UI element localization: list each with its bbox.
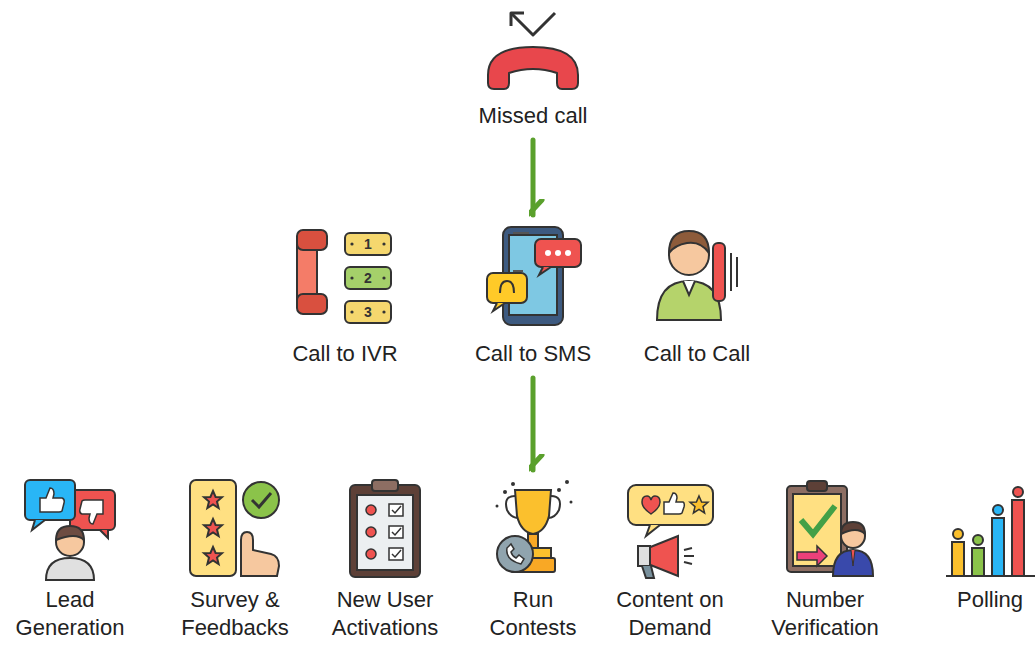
node-label: Call to SMS bbox=[458, 340, 608, 368]
icon-node: Number Verification bbox=[755, 480, 895, 642]
icon-space bbox=[453, 5, 613, 102]
menu-number: 1 bbox=[358, 236, 378, 252]
icon-node: Lead Generation bbox=[0, 480, 140, 642]
icon-node: Content on Demand bbox=[600, 480, 740, 642]
icon-space bbox=[165, 480, 305, 586]
menu-number: 2 bbox=[358, 270, 378, 286]
icon-node: Survey & Feedbacks bbox=[165, 480, 305, 642]
icon-node: Call to IVR bbox=[270, 225, 420, 368]
menu-number: 3 bbox=[358, 304, 378, 320]
node-label: Content on Demand bbox=[600, 586, 740, 642]
icon-space bbox=[755, 480, 895, 586]
icon-node: Run Contests bbox=[478, 480, 588, 642]
icon-node: Call to Call bbox=[622, 225, 772, 368]
icon-node: New User Activations bbox=[315, 480, 455, 642]
icon-space bbox=[478, 480, 588, 586]
sms-icon bbox=[487, 227, 581, 325]
missed-call-icon bbox=[488, 13, 578, 89]
icon-space bbox=[600, 480, 740, 586]
trophy-icon bbox=[496, 480, 573, 572]
icon-space bbox=[458, 225, 608, 340]
node-label: Run Contests bbox=[478, 586, 588, 642]
node-label: Call to IVR bbox=[270, 340, 420, 368]
verification-icon bbox=[787, 481, 873, 576]
node-label: Polling bbox=[945, 586, 1035, 614]
icon-space bbox=[0, 480, 140, 586]
icon-node: Missed call bbox=[453, 5, 613, 130]
icon-space bbox=[270, 225, 420, 340]
flow-arrow bbox=[531, 378, 536, 470]
agent-icon bbox=[657, 231, 737, 320]
polling-icon bbox=[946, 487, 1035, 576]
icon-node: Polling bbox=[945, 480, 1035, 614]
lead-icon bbox=[25, 480, 115, 580]
node-label: Call to Call bbox=[622, 340, 772, 368]
node-label: Missed call bbox=[453, 102, 613, 130]
icon-space bbox=[622, 225, 772, 340]
activation-icon bbox=[350, 480, 420, 577]
ivr-icon bbox=[297, 230, 391, 323]
flow-arrow bbox=[531, 140, 536, 215]
node-label: Lead Generation bbox=[0, 586, 140, 642]
node-label: New User Activations bbox=[315, 586, 455, 642]
icon-node: Call to SMS bbox=[458, 225, 608, 368]
survey-icon bbox=[190, 480, 279, 576]
node-label: Survey & Feedbacks bbox=[165, 586, 305, 642]
icon-space bbox=[315, 480, 455, 586]
icon-space bbox=[945, 480, 1035, 586]
content-icon bbox=[628, 485, 713, 578]
node-label: Number Verification bbox=[755, 586, 895, 642]
